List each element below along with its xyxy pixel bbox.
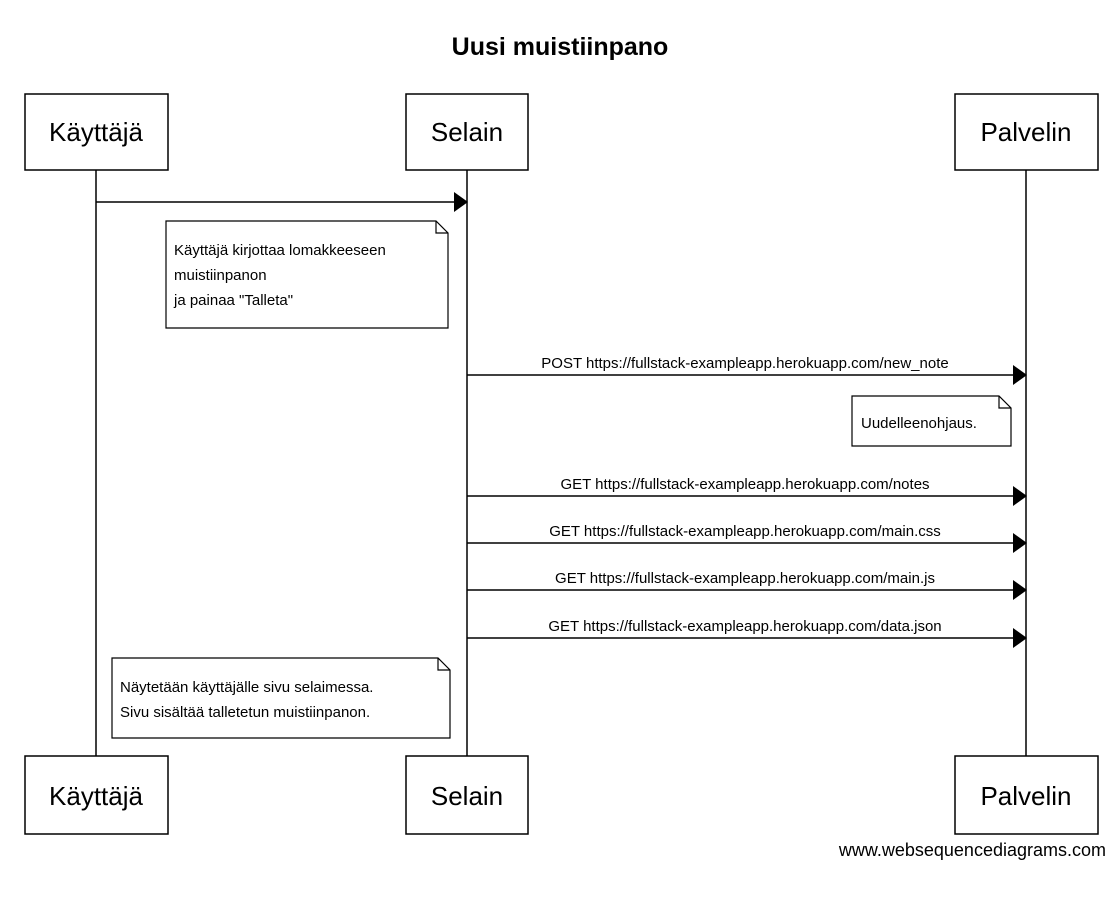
message-get-data-json: GET https://fullstack-exampleapp.herokua…	[467, 618, 1027, 648]
message-label: POST https://fullstack-exampleapp.heroku…	[541, 355, 948, 372]
message-get-main-js: GET https://fullstack-exampleapp.herokua…	[467, 570, 1027, 600]
actor-label: Selain	[431, 781, 503, 811]
message-get-notes: GET https://fullstack-exampleapp.herokua…	[467, 476, 1027, 506]
actor-label: Käyttäjä	[49, 781, 143, 811]
actor-bottom-palvelin: Palvelin	[954, 755, 1099, 835]
note-line: Uudelleenohjaus.	[861, 415, 977, 432]
actor-label: Käyttäjä	[49, 117, 143, 147]
note-page-shown: Näytetään käyttäjälle sivu selaimessa. S…	[111, 657, 451, 739]
message-post-new-note: POST https://fullstack-exampleapp.heroku…	[467, 355, 1027, 385]
actor-top-palvelin: Palvelin	[954, 93, 1099, 171]
note-line: muistiinpanon	[174, 267, 267, 284]
note-line: Käyttäjä kirjottaa lomakkeeseen	[174, 242, 386, 259]
note-line: Näytetään käyttäjälle sivu selaimessa.	[120, 679, 373, 696]
message-get-main-css: GET https://fullstack-exampleapp.herokua…	[467, 523, 1027, 553]
actor-label: Selain	[431, 117, 503, 147]
message-label: GET https://fullstack-exampleapp.herokua…	[560, 476, 929, 493]
note-redirect: Uudelleenohjaus.	[851, 395, 1012, 447]
actor-top-kayttaja: Käyttäjä	[24, 93, 169, 171]
message-label: GET https://fullstack-exampleapp.herokua…	[548, 618, 941, 635]
diagram-title: Uusi muistiinpano	[452, 33, 669, 61]
actor-label: Palvelin	[980, 781, 1071, 811]
actor-top-selain: Selain	[405, 93, 529, 171]
watermark: www.websequencediagrams.com	[838, 840, 1106, 860]
actor-label: Palvelin	[980, 117, 1071, 147]
message-label: GET https://fullstack-exampleapp.herokua…	[555, 570, 935, 587]
message-label: GET https://fullstack-exampleapp.herokua…	[549, 523, 941, 540]
actor-bottom-selain: Selain	[405, 755, 529, 835]
note-user-writes: Käyttäjä kirjottaa lomakkeeseen muistiin…	[165, 220, 449, 329]
note-line: ja painaa "Talleta"	[173, 292, 293, 309]
actor-bottom-kayttaja: Käyttäjä	[24, 755, 169, 835]
note-line: Sivu sisältää talletetun muistiinpanon.	[120, 704, 370, 721]
